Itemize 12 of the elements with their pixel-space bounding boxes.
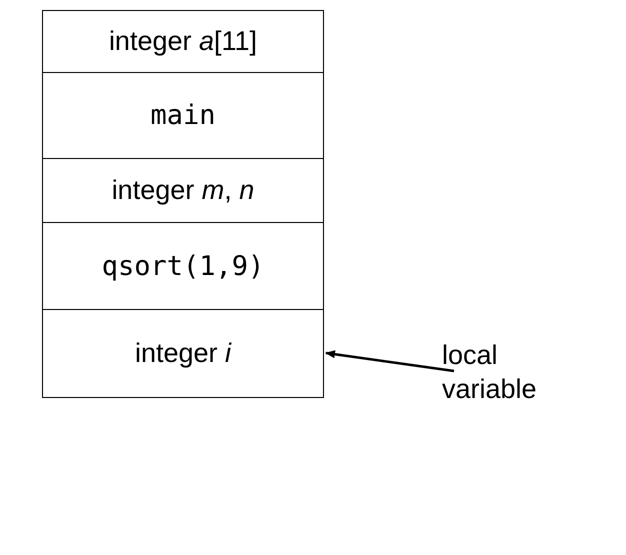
cell-text: integer m, n <box>112 175 254 206</box>
cell-text: integer a[11] <box>108 26 258 57</box>
code-text: main <box>150 100 216 131</box>
stack-cell <box>42 309 324 398</box>
stack-cell <box>42 222 324 310</box>
stack-cell <box>42 158 324 223</box>
arrow <box>325 350 454 372</box>
cell-text: integer i <box>134 338 232 369</box>
annotation-text: local variable <box>442 338 562 406</box>
code-text: qsort(1,9) <box>102 250 264 282</box>
stack-cell <box>42 10 324 73</box>
stack-cell <box>42 72 324 159</box>
